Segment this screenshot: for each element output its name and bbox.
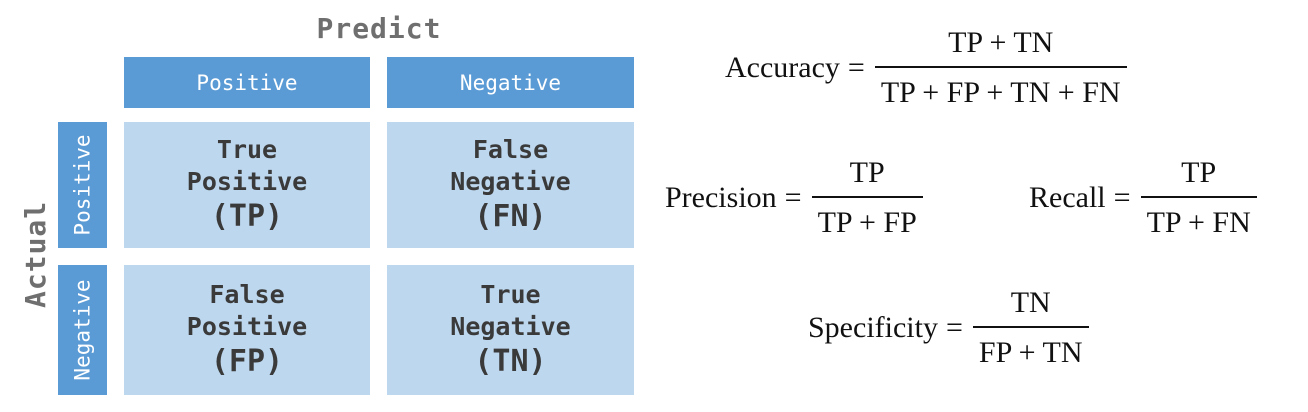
specificity-label: Specificity — [808, 311, 938, 344]
column-header-negative: Negative — [387, 57, 634, 108]
fraction-numerator: TP + TN — [948, 26, 1054, 59]
fraction-bar — [811, 196, 923, 198]
cell-line: True — [480, 280, 541, 309]
equals-sign: = — [945, 311, 963, 344]
recall-label: Recall — [1029, 181, 1106, 214]
fraction-bar — [1140, 196, 1257, 198]
accuracy-label: Accuracy — [725, 51, 840, 84]
fraction-denominator: TP + FN — [1146, 206, 1251, 239]
row-header-positive-label: Positive — [70, 134, 95, 236]
row-header-negative-label: Negative — [70, 279, 95, 381]
row-header-positive: Positive — [58, 122, 107, 248]
cell-line: Positive — [186, 167, 308, 196]
cell-abbrev: (TN) — [474, 344, 547, 379]
precision-fraction: TP TP + FP — [811, 154, 923, 242]
cell-true-negative: True Negative (TN) — [387, 265, 634, 395]
accuracy-formula: Accuracy = TP + TN TP + FP + TN + FN — [725, 24, 1127, 112]
fraction-numerator: TN — [1010, 286, 1051, 319]
cell-false-positive: False Positive (FP) — [124, 265, 370, 395]
equals-sign: = — [1113, 181, 1131, 214]
row-header-negative: Negative — [58, 265, 107, 395]
fraction-denominator: FP + TN — [978, 336, 1083, 369]
cell-false-negative: False Negative (FN) — [387, 122, 634, 248]
cell-true-positive: True Positive (TP) — [124, 122, 370, 248]
precision-formula: Precision = TP TP + FP — [665, 154, 923, 242]
equals-sign: = — [847, 51, 865, 84]
fraction-numerator: TP — [849, 156, 885, 189]
fraction-numerator: TP — [1181, 156, 1217, 189]
cell-line: True — [216, 135, 278, 164]
fraction-denominator: TP + FP — [817, 206, 917, 239]
cell-line: Negative — [450, 312, 571, 341]
predict-axis-title: Predict — [316, 12, 442, 45]
recall-formula: Recall = TP TP + FN — [1029, 154, 1257, 242]
cell-line: False — [472, 135, 549, 164]
precision-label: Precision — [665, 181, 777, 214]
recall-fraction: TP TP + FN — [1140, 154, 1257, 242]
specificity-formula: Specificity = TN FP + TN — [808, 284, 1089, 372]
cell-abbrev: (TP) — [210, 199, 284, 234]
actual-axis-title: Actual — [19, 200, 52, 308]
accuracy-fraction: TP + TN TP + FP + TN + FN — [874, 24, 1127, 112]
equals-sign: = — [784, 181, 802, 214]
fraction-bar — [972, 326, 1089, 328]
column-header-positive: Positive — [124, 57, 370, 108]
cell-line: Positive — [186, 312, 308, 341]
fraction-bar — [874, 66, 1127, 68]
specificity-fraction: TN FP + TN — [972, 284, 1089, 372]
cell-line: False — [209, 280, 285, 309]
cell-line: Negative — [450, 167, 571, 196]
cell-abbrev: (FP) — [210, 344, 284, 379]
cell-abbrev: (FN) — [474, 199, 547, 234]
fraction-denominator: TP + FP + TN + FN — [880, 76, 1121, 109]
